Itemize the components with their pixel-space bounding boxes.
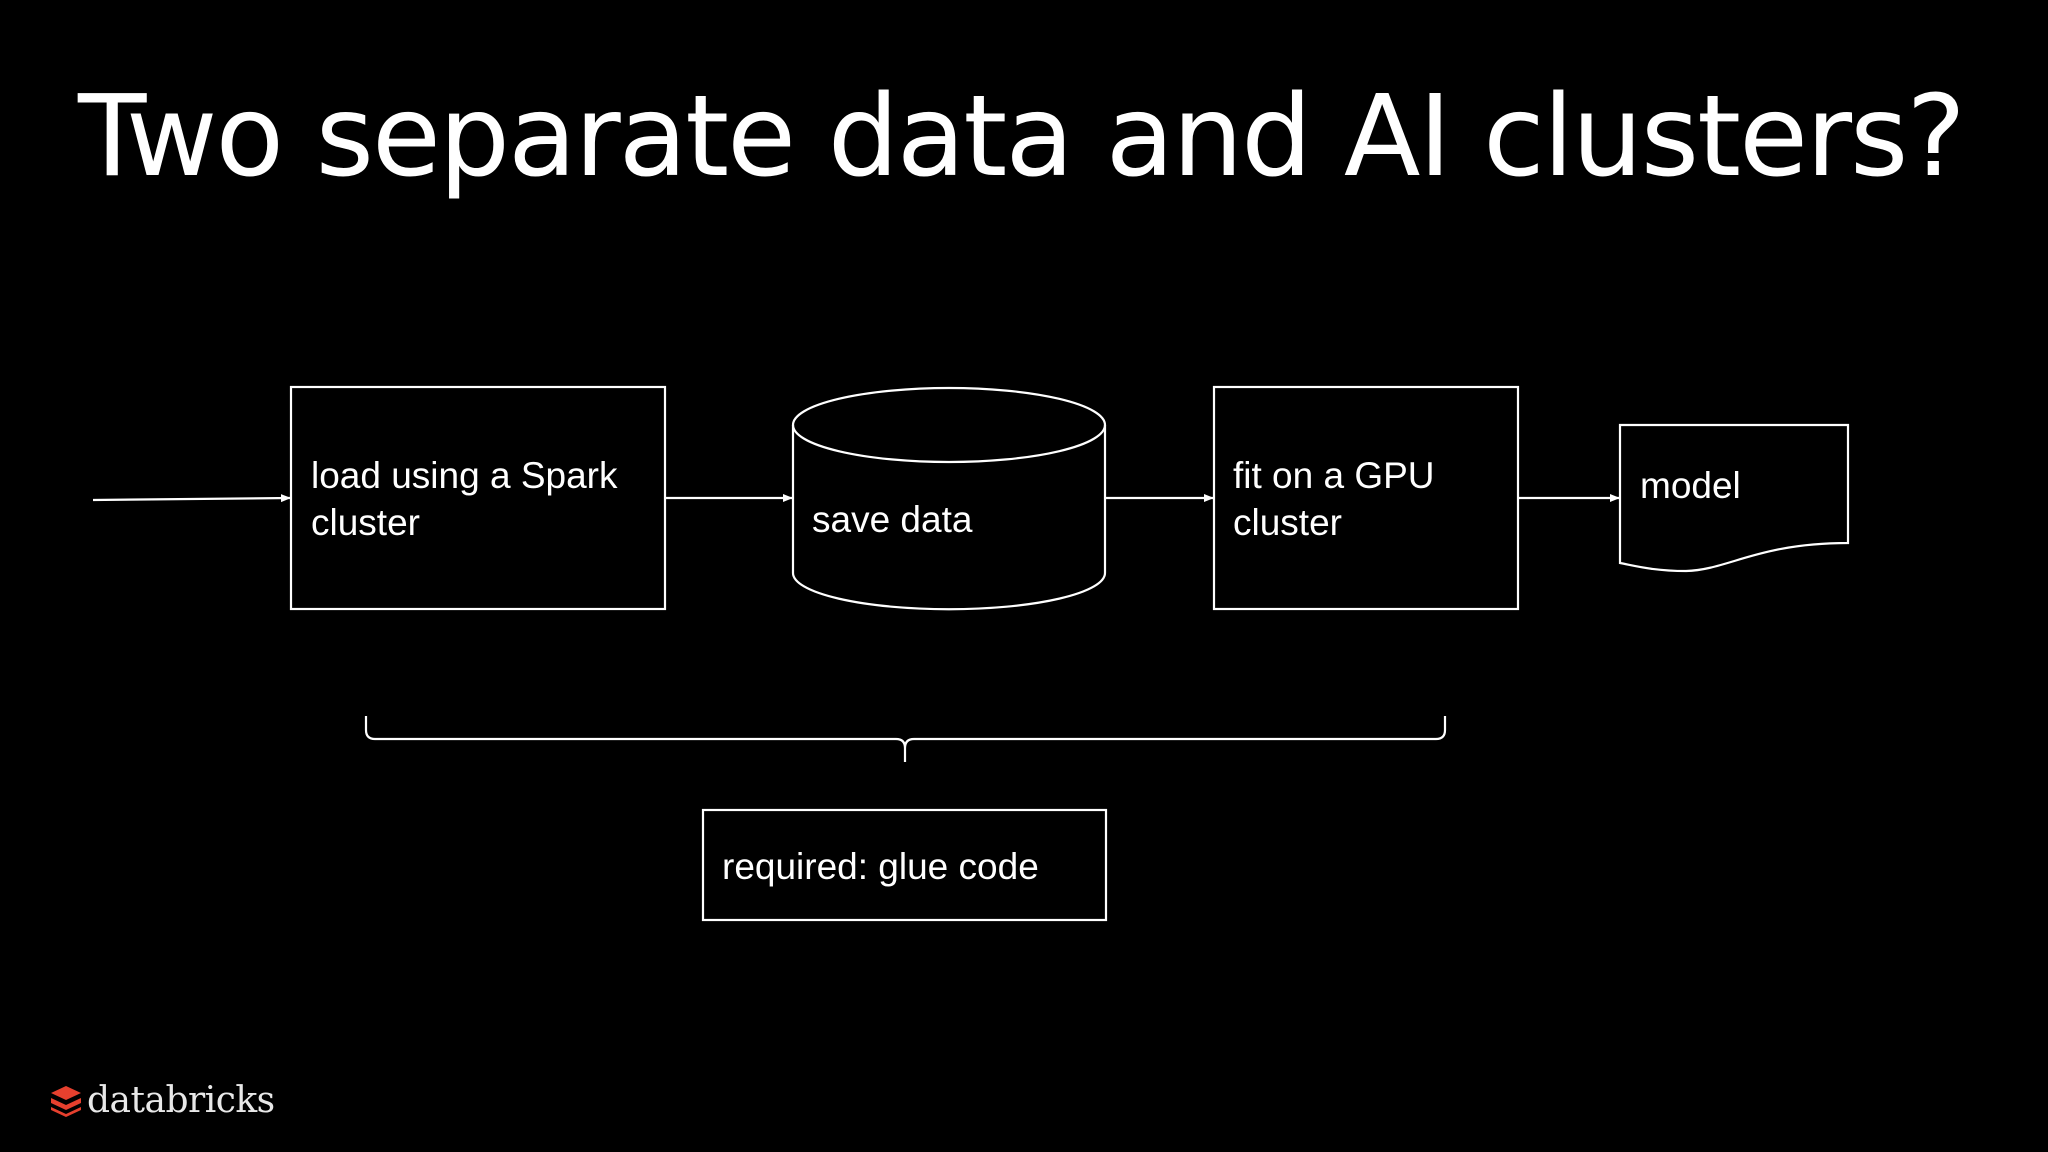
fit-gpu-label: fit on a GPU cluster	[1233, 452, 1435, 546]
glue-code-label: required: glue code	[722, 846, 1039, 887]
fit-gpu-label-line1: fit on a GPU	[1233, 455, 1435, 496]
glue-code-box	[701, 808, 1108, 922]
fit-gpu-box	[1212, 385, 1520, 611]
load-spark-box	[289, 385, 667, 611]
slide-title: Two separate data and AI clusters?	[78, 72, 1966, 202]
input-arrow	[92, 494, 291, 503]
databricks-logo-text: databricks	[87, 1080, 275, 1121]
databricks-stack-icon	[51, 1085, 81, 1117]
save-data-cylinder	[791, 386, 1107, 611]
load-spark-label-line2: cluster	[311, 502, 420, 543]
load-spark-label: load using a Spark cluster	[311, 452, 617, 546]
fit-gpu-label-line2: cluster	[1233, 502, 1342, 543]
model-label: model	[1640, 465, 1741, 506]
model-document-shape	[1618, 423, 1850, 573]
databricks-logo: databricks	[49, 1080, 275, 1121]
glue-brace	[364, 716, 1447, 762]
load-spark-label-line1: load using a Spark	[311, 455, 618, 496]
save-data-label: save data	[812, 499, 973, 540]
